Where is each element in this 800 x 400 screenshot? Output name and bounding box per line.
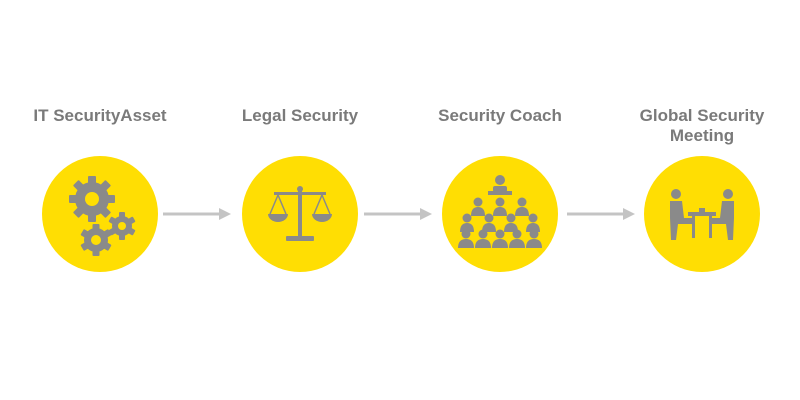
step-circle xyxy=(42,156,158,272)
gears-icon xyxy=(69,176,136,256)
step-title: Legal Security xyxy=(241,106,359,125)
scales-icon xyxy=(268,186,332,241)
step-global-security-meeting: Global Security Meeting xyxy=(612,0,792,400)
arrow-right-icon xyxy=(364,208,432,220)
step-circle xyxy=(644,156,760,272)
step-circle xyxy=(242,156,358,272)
step-circle xyxy=(442,156,558,272)
step-legal-security: Legal Security xyxy=(210,0,390,400)
step-title: Global Security Meeting xyxy=(639,106,765,145)
step-it-security-asset: IT SecurityAsset xyxy=(10,0,190,400)
step-title: Security Coach xyxy=(438,106,562,125)
meeting-icon xyxy=(670,189,734,240)
arrow-right-icon xyxy=(163,208,231,220)
step-security-coach: Security Coach xyxy=(410,0,590,400)
arrow-right-icon xyxy=(567,208,635,220)
step-title: IT SecurityAsset xyxy=(33,106,167,125)
audience-presenter-icon xyxy=(458,175,542,248)
